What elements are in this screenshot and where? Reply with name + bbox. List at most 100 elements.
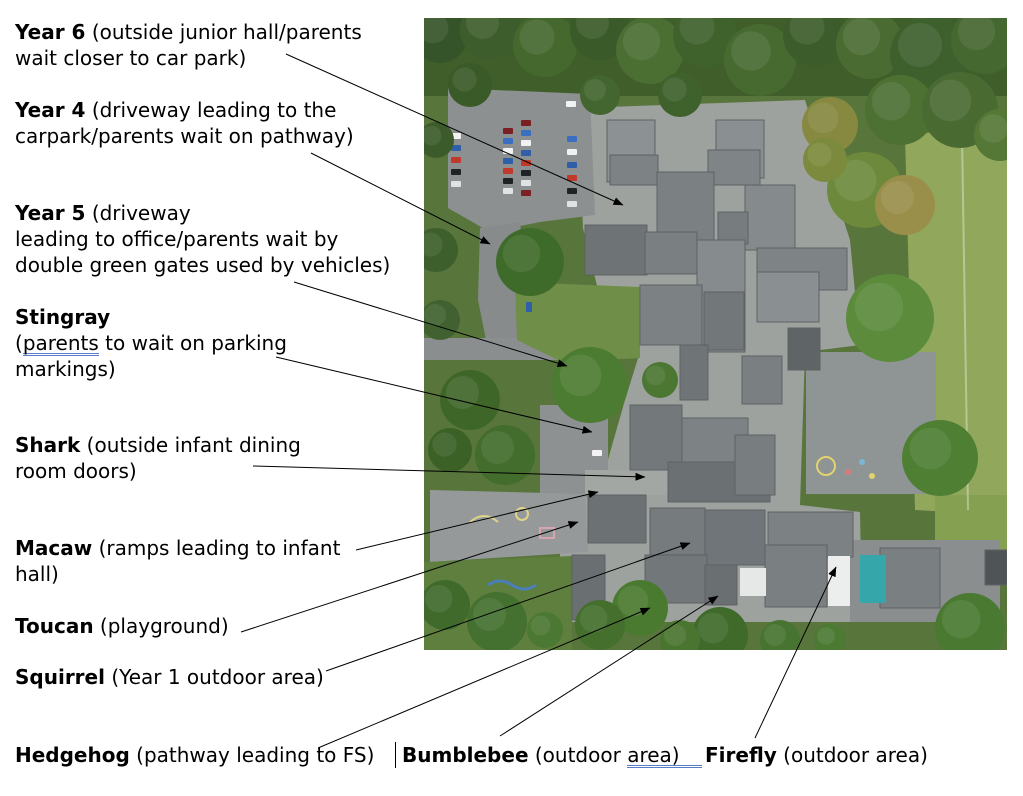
label-macaw-name: Macaw <box>15 536 93 560</box>
aerial-photo <box>424 18 1007 650</box>
building-roof <box>717 211 749 245</box>
label-squirrel-name: Squirrel <box>15 665 105 689</box>
building-roof <box>734 434 776 496</box>
tree-highlight <box>424 304 446 326</box>
tree-highlight <box>697 612 729 644</box>
column-separator <box>395 742 396 768</box>
car <box>567 188 577 194</box>
label-stingray-detail-2: markings) <box>15 357 116 381</box>
label-bumblebee-name: Bumblebee <box>402 743 529 767</box>
car <box>567 149 577 155</box>
tree-highlight <box>424 232 443 257</box>
label-year-4: Year 4 (driveway leading to the carpark/… <box>15 97 354 149</box>
tree <box>951 18 1007 74</box>
building-roof <box>756 271 820 323</box>
label-shark-detail-2: room doors) <box>15 459 137 483</box>
tree-highlight <box>842 18 881 56</box>
tree <box>814 624 846 650</box>
tree-highlight <box>942 600 981 639</box>
tree-highlight <box>662 77 687 102</box>
trees <box>424 18 1007 650</box>
building-roof <box>587 494 647 544</box>
tree-highlight <box>446 376 479 409</box>
arrow-toucan <box>240 521 579 633</box>
tree <box>467 592 527 650</box>
label-toucan-name: Toucan <box>15 614 94 638</box>
label-stingray-paren: ( <box>15 331 23 355</box>
building-roof <box>704 564 738 606</box>
tree-highlight <box>854 282 904 332</box>
tree-highlight <box>452 67 477 92</box>
tree <box>424 18 468 63</box>
tree-highlight <box>807 102 839 134</box>
car <box>567 175 577 181</box>
tree-highlight <box>622 22 661 61</box>
tree <box>673 18 737 67</box>
tree-highlight <box>559 354 602 397</box>
car <box>521 150 531 156</box>
car <box>592 450 602 456</box>
label-year-5-detail: (driveway <box>91 201 191 225</box>
tree <box>440 370 500 430</box>
label-year-6-detail-2: wait closer to car park) <box>15 46 247 70</box>
label-bumblebee: Bumblebee (outdoor area) <box>402 742 702 768</box>
building-roof <box>764 544 828 608</box>
arrow-shark <box>252 465 646 481</box>
tree-highlight <box>645 365 666 386</box>
arrow-firefly <box>754 566 837 739</box>
arrow-year-5 <box>293 281 568 368</box>
building-roof <box>984 549 1007 586</box>
building-roof <box>644 231 698 275</box>
arrow-year-4 <box>310 152 491 245</box>
tree <box>760 620 800 650</box>
tree-highlight <box>424 125 442 146</box>
tree-highlight <box>580 605 608 633</box>
tree <box>580 75 620 115</box>
tree-highlight <box>881 181 914 214</box>
label-year-5-detail-3: double green gates used by vehicles) <box>15 253 391 277</box>
tree-highlight <box>576 18 609 39</box>
tree-highlight <box>432 432 457 457</box>
label-macaw-detail-2: hall) <box>15 562 59 586</box>
car <box>567 162 577 168</box>
tree <box>902 420 978 496</box>
tree-highlight <box>664 624 686 646</box>
label-hedgehog: Hedgehog (pathway leading to FS) <box>15 742 374 768</box>
tree-highlight <box>764 624 786 646</box>
label-toucan-detail: (playground) <box>99 614 229 638</box>
tree-highlight <box>817 627 835 645</box>
tree <box>527 612 563 648</box>
building-roof <box>744 184 796 251</box>
tree <box>692 607 748 650</box>
tree <box>802 97 858 153</box>
label-year-5: Year 5 (driveway leading to office/paren… <box>15 200 390 278</box>
label-squirrel-detail: (Year 1 outdoor area) <box>111 665 324 689</box>
tree <box>865 75 935 145</box>
tree-highlight <box>481 431 514 464</box>
label-shark: Shark (outside infant dining room doors) <box>15 432 301 484</box>
tree <box>803 138 847 182</box>
label-year-5-detail-2: leading to office/parents wait by <box>15 227 339 251</box>
label-year-6-name: Year 6 <box>15 20 86 44</box>
tree-highlight <box>929 79 972 122</box>
building-roof <box>704 509 766 566</box>
label-stingray: Stingray (parents to wait on parking mar… <box>15 304 287 382</box>
car <box>567 136 577 142</box>
court-marking <box>469 515 499 523</box>
label-firefly-name: Firefly <box>705 743 777 767</box>
building-roof <box>741 355 783 405</box>
label-shark-name: Shark <box>15 433 81 457</box>
arrow-hedgehog <box>317 607 651 749</box>
car <box>521 120 531 126</box>
tree <box>836 18 904 79</box>
tree <box>724 24 796 96</box>
court-marking <box>816 456 836 476</box>
tree <box>424 122 454 158</box>
tree <box>448 63 492 107</box>
car <box>503 138 513 144</box>
pointer-arrows <box>240 53 837 749</box>
arrow-macaw <box>355 490 599 551</box>
label-year-5-name: Year 5 <box>15 201 86 225</box>
tree <box>642 362 678 398</box>
